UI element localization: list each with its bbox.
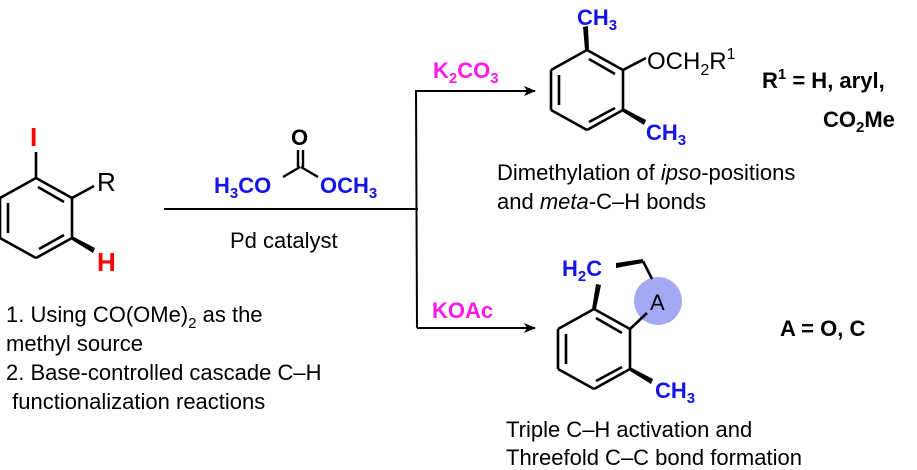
wedge-bond-bottom-methyl: [623, 108, 646, 125]
double-bond: [595, 316, 623, 335]
branch-vertical-line: [415, 89, 418, 329]
bond: [0, 236, 37, 260]
bond: [586, 108, 624, 132]
bond: [593, 367, 631, 391]
bottom-methyl-label: CH3: [646, 120, 686, 149]
bond-ring-to-a: [629, 312, 648, 330]
note-line4: functionalization reactions: [6, 389, 265, 414]
bond-c-o-left: [282, 165, 301, 179]
top-description-line1: Dimethylation of ipso-positions: [497, 160, 795, 185]
ch2-label: H2C: [562, 256, 602, 285]
bond-to-ether: [622, 56, 647, 72]
bond-ch2-to-ch2: [641, 260, 654, 280]
double-bond: [588, 106, 616, 124]
double-bond: [38, 233, 65, 251]
methoxy-left: H3CO: [214, 173, 271, 202]
wedge-bond-ch2-link: [616, 259, 643, 268]
note-line2: methyl source: [6, 331, 143, 356]
bond: [550, 108, 588, 132]
bond: [35, 176, 73, 200]
wedge-bond-ch2: [592, 284, 601, 309]
iodine-label: I: [30, 122, 37, 152]
ether-group-label: OCH2R1: [647, 46, 736, 79]
double-bond: [37, 185, 65, 204]
catalyst-label: Pd catalyst: [230, 228, 338, 253]
bond-c-o-right: [300, 165, 319, 179]
bond: [557, 307, 595, 331]
r-substituent-label: R: [97, 167, 116, 197]
fused-ring-product-structure: [556, 260, 654, 391]
bond-to-r: [71, 184, 95, 200]
top-methyl-label: CH3: [577, 5, 617, 34]
bottom-methyl-label: CH3: [655, 378, 695, 407]
wedge-bond-top-methyl: [583, 26, 589, 50]
starting-material-structure: [0, 152, 95, 260]
double-bond: [595, 365, 623, 383]
bond: [593, 307, 631, 331]
bond: [35, 236, 73, 260]
bottom-description-line1: Triple C–H activation and: [506, 417, 752, 442]
wedge-bond-methyl: [630, 367, 653, 384]
top-description-line2: and meta-C–H bonds: [497, 189, 706, 214]
bond: [0, 176, 37, 200]
atom-a-label: A: [650, 290, 665, 315]
base-koac: KOAc: [432, 298, 493, 323]
dimethylated-product-structure: [549, 48, 647, 132]
r1-definition-line1: R1 = H, aryl,: [762, 66, 885, 93]
wedge-bond-to-h: [72, 236, 95, 253]
methoxy-right: OCH3: [320, 173, 377, 202]
hydrogen-label: H: [97, 247, 116, 277]
dimethyl-carbonate-structure: [282, 150, 319, 179]
double-bond: [588, 57, 616, 76]
bottom-description-line2: Threefold C–C bond formation: [506, 445, 802, 470]
bond: [586, 48, 624, 72]
note-line1: 1. Using CO(OMe)2 as the: [6, 302, 263, 332]
carbonyl-oxygen: O: [291, 125, 308, 150]
bond: [550, 48, 588, 72]
a-definition: A = O, C: [780, 316, 865, 341]
r1-definition-line2: CO2Me: [823, 107, 895, 136]
note-line3: 2. Base-controlled cascade C–H: [6, 360, 322, 385]
base-k2co3: K2CO3: [433, 58, 499, 87]
bond: [557, 367, 595, 391]
